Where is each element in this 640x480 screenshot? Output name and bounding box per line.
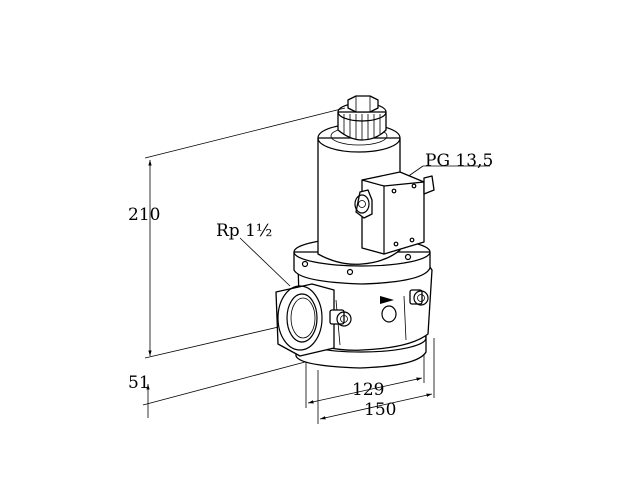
width-150-dimension-line (319, 393, 433, 420)
height-label: 210 (128, 205, 160, 225)
box-screw-4 (393, 241, 399, 247)
box-screw-2 (411, 183, 417, 189)
flange-bolt-2 (346, 268, 354, 276)
flow-arrow-icon (380, 296, 394, 304)
side-nipple (423, 175, 435, 195)
terminal-box-top-front (361, 179, 385, 187)
width-129-label: 129 (352, 380, 384, 400)
cable-gland-label: PG 13,5 (425, 151, 493, 171)
terminal-box-body (361, 171, 425, 255)
inlet-thread-inner (290, 297, 316, 339)
body-boss (381, 305, 397, 323)
test-plug-right-body (409, 289, 423, 305)
height-dimension (144, 107, 346, 359)
extension-line-bottom (144, 321, 301, 359)
terminal-box (354, 171, 435, 255)
connection-leader (239, 237, 291, 287)
test-plug-left (336, 311, 352, 327)
inlet-port-face (277, 285, 323, 351)
valve-body (275, 237, 433, 369)
box-screw-3 (409, 237, 415, 243)
depth-dimension (142, 361, 306, 418)
flange-bolt-3 (404, 253, 412, 261)
box-screw-1 (391, 188, 397, 194)
test-plug-right (413, 290, 429, 306)
cable-gland (354, 194, 370, 214)
test-plug-right-center (417, 294, 425, 302)
depth-extension-line (142, 361, 306, 406)
test-plug-left-center (340, 315, 348, 323)
cable-gland-center (358, 200, 366, 208)
upper-flange (293, 251, 431, 285)
connection-label: Rp 1½ (216, 221, 272, 241)
knob-knurling (343, 114, 381, 140)
width-150-label: 150 (364, 400, 396, 420)
hex-nut (347, 95, 379, 113)
body-edge-right (403, 295, 407, 341)
flange-bolt-1 (301, 260, 309, 268)
terminal-box-top-side (383, 181, 425, 187)
inlet-thread-outer (286, 293, 318, 343)
cable-gland-body (355, 189, 373, 219)
extension-line-top (144, 107, 346, 159)
depth-label: 51 (128, 373, 150, 393)
